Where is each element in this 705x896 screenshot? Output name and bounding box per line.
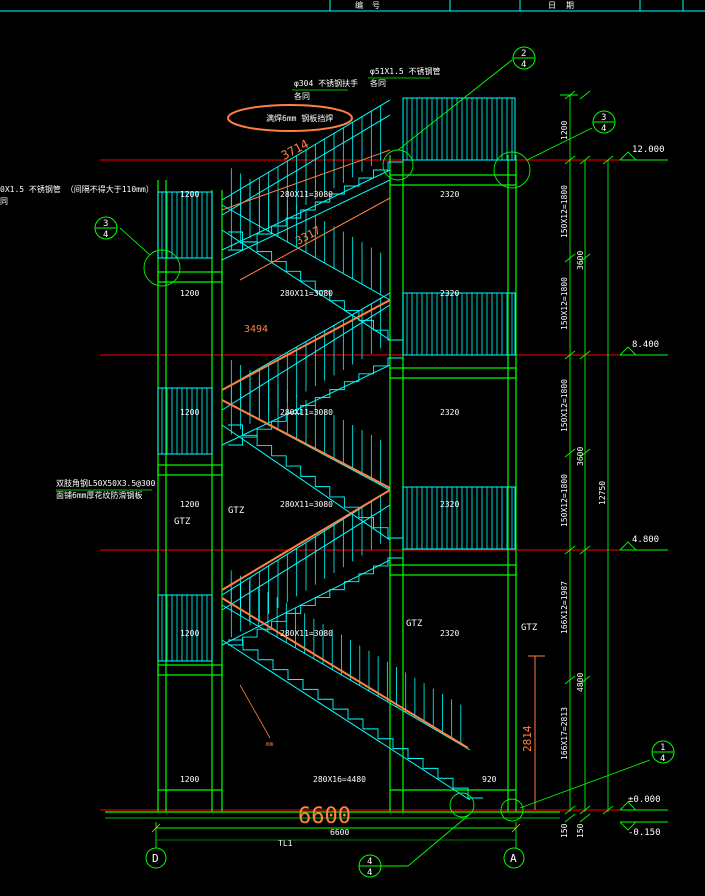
callout-4-4: 4 4: [358, 854, 408, 878]
callout-1-bottom: 4: [521, 60, 526, 70]
storey-dim-3: 4800: [576, 673, 585, 692]
flight-label-3: 280X11=3080: [280, 408, 333, 417]
note-top-rail: φ51X1.5 不锈钢管: [370, 66, 441, 76]
markup-dim-2: 3317: [293, 224, 323, 248]
markup-dim-4: 2814: [521, 725, 534, 752]
gtz-label-2: GTZ: [228, 506, 245, 516]
note-top-rail-same: 各同: [370, 78, 386, 88]
axis-a: A: [503, 847, 525, 869]
callout-1-4: 1 4: [651, 740, 675, 764]
storey-dim-2: 3600: [576, 447, 585, 466]
flight-label-2: 280X11=3080: [280, 289, 333, 298]
elev-8400: 8.400: [632, 340, 659, 350]
landing-right-1: 2320: [440, 190, 459, 199]
landing-label-2: 1200: [180, 289, 199, 298]
plan-labels: 1200 280X11=3080 2320 1200 280X11=3080 2…: [174, 190, 538, 848]
callout-2-4: 2 4: [512, 46, 536, 70]
callout-3-4-left: 3 4: [94, 216, 118, 240]
riser-dim-5: 166X12=1987: [560, 581, 569, 634]
callout-4-top: 1: [660, 743, 665, 753]
note-angle-2: 面铺6mm厚花纹防滑钢板: [56, 490, 142, 500]
title-cell-4: 期: [566, 1, 574, 10]
landing-label-6: 1200: [180, 775, 199, 784]
callout-1-top: 2: [521, 49, 526, 59]
callout-3-bottom: 4: [103, 230, 108, 240]
elev-4800: 4.800: [632, 535, 659, 545]
elev-12000: 12.000: [632, 145, 665, 155]
note-small: mm: [266, 741, 274, 748]
elev-0: ±0.000: [628, 795, 661, 805]
gtz-label-3: GTZ: [406, 619, 423, 629]
elevation-markers: [619, 151, 668, 831]
note-left-rail-same: 同: [0, 197, 8, 206]
landing-right-bottom: 920: [482, 775, 497, 784]
axis-d: D: [145, 847, 167, 869]
flight-label-1: 280X11=3080: [280, 190, 333, 199]
landing-label-4: 1200: [180, 500, 199, 509]
note-angle-1: 双肢角钢L50X50X3.5@300: [56, 478, 156, 488]
title-bar: 编 号 日 期: [0, 0, 705, 12]
note-handrail-same: 各同: [294, 91, 310, 101]
riser-dim-3: 150X12=1800: [560, 379, 569, 432]
title-cell-1: 编: [355, 0, 363, 10]
vertical-dimension-lines: [560, 90, 614, 823]
tl-label: TL1: [278, 839, 293, 848]
landing-label-5: 1200: [180, 629, 199, 638]
overall-width: 6600: [330, 828, 349, 837]
riser-dim-2: 150X12=1800: [560, 277, 569, 330]
level-lines: [100, 159, 620, 811]
callout-2-bottom: 4: [601, 124, 606, 134]
flight-label-bottom: 280X16=4480: [313, 775, 366, 784]
landing-right-4: 2320: [440, 500, 459, 509]
callout-4-bottom: 4: [660, 754, 665, 764]
landing-right-2: 2320: [440, 289, 459, 298]
top-rail-dim: 1200: [560, 121, 569, 140]
axis-a-label: A: [510, 852, 517, 865]
axis-d-label: D: [152, 852, 159, 865]
total-dim: 12750: [598, 481, 607, 505]
callout-5-top: 4: [367, 857, 372, 867]
title-cell-2: 号: [372, 1, 380, 10]
base-dim-1: 150: [560, 823, 569, 838]
landing-right-5: 2320: [440, 629, 459, 638]
markup-lines: [221, 104, 545, 810]
vertical-dimension-text: 1200 150X12=1800 150X12=1800 150X12=1800…: [560, 121, 607, 838]
bottom-dimension: [151, 822, 521, 848]
note-handrail: φ304 不锈钢扶手: [294, 78, 358, 88]
note-left-rail: 0X1.5 不锈钢管 （间隔不得大于110mm）: [0, 184, 154, 194]
callout-5-bottom: 4: [367, 868, 372, 878]
flight-label-4: 280X11=3080: [280, 500, 333, 509]
markup-dim-5: 6600: [298, 804, 351, 829]
note-circled: 满焊6mm 钢板挡焊: [266, 113, 333, 123]
baluster-hatch: [161, 98, 513, 745]
annotations: φ51X1.5 不锈钢管 各同 φ304 不锈钢扶手 各同 满焊6mm 钢板挡焊…: [0, 66, 441, 748]
gtz-label-1: GTZ: [174, 517, 191, 527]
flight-label-5: 280X11=3080: [280, 629, 333, 638]
markup-dim-3: 3494: [244, 324, 268, 335]
elevation-labels: 12.000 8.400 4.800 ±0.000 -0.150: [628, 145, 665, 838]
callout-3-top: 3: [103, 219, 108, 229]
elev-neg: -0.150: [628, 828, 661, 838]
gtz-label-4: GTZ: [521, 623, 538, 633]
riser-dim-6: 166X17=2813: [560, 707, 569, 760]
riser-dim-4: 150X12=1800: [560, 474, 569, 527]
landing-right-3: 2320: [440, 408, 459, 417]
base-dim-2: 150: [576, 823, 585, 838]
title-cell-3: 日: [548, 1, 556, 10]
stair-steps: [228, 161, 483, 799]
landing-label-1: 1200: [180, 190, 199, 199]
storey-dim-1: 3600: [576, 251, 585, 270]
riser-dim-1: 150X12=1800: [560, 185, 569, 238]
callout-3-4-right: 3 4: [592, 110, 616, 134]
landing-label-3: 1200: [180, 408, 199, 417]
callout-2-top: 3: [601, 113, 606, 123]
